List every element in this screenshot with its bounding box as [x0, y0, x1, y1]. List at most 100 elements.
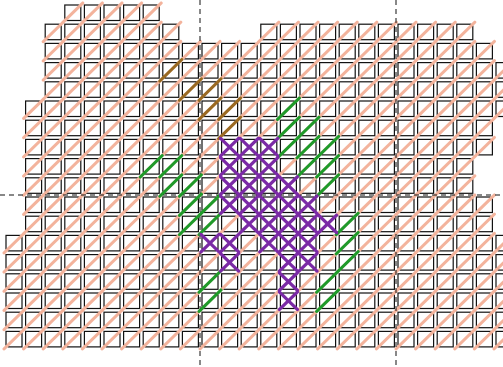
- chart-cell: [435, 310, 455, 330]
- chart-cell: [337, 118, 357, 138]
- chart-cell: [43, 41, 63, 61]
- chart-cell: [259, 329, 279, 349]
- chart-cell: [337, 310, 357, 330]
- chart-cell: [43, 253, 63, 273]
- chart-cell: [298, 176, 318, 196]
- chart-cell: [122, 157, 142, 177]
- chart-cell: [161, 310, 181, 330]
- chart-cell: [357, 329, 377, 349]
- chart-cell: [200, 157, 220, 177]
- chart-cell: [396, 253, 416, 273]
- chart-cell: [122, 61, 142, 81]
- chart-cell: [337, 176, 357, 196]
- chart-cell: [396, 291, 416, 311]
- chart-cell: [161, 253, 181, 273]
- chart-cell: [494, 99, 503, 119]
- chart-cell: [82, 253, 102, 273]
- chart-cell: [435, 176, 455, 196]
- chart-cell: [200, 61, 220, 81]
- chart-cell: [239, 118, 259, 138]
- chart-cell: [102, 310, 122, 330]
- chart-cell: [122, 3, 142, 23]
- chart-cell: [278, 41, 298, 61]
- chart-cell: [82, 41, 102, 61]
- chart-cell: [102, 253, 122, 273]
- chart-cell: [63, 195, 83, 215]
- chart-cell: [63, 80, 83, 100]
- chart-cell: [455, 214, 475, 234]
- chart-cell: [180, 233, 200, 253]
- chart-cell: [337, 22, 357, 42]
- chart-cell: [43, 272, 63, 292]
- chart-cell: [82, 272, 102, 292]
- chart-cell: [357, 310, 377, 330]
- chart-cell: [298, 22, 318, 42]
- chart-cell: [337, 99, 357, 119]
- chart-cell: [435, 157, 455, 177]
- chart-cell: [141, 176, 161, 196]
- chart-cell: [416, 253, 436, 273]
- chart-cell: [24, 272, 44, 292]
- chart-cell: [43, 233, 63, 253]
- chart-cell: [396, 214, 416, 234]
- chart-cell: [122, 291, 142, 311]
- chart-cell: [141, 137, 161, 157]
- chart-cell: [376, 253, 396, 273]
- chart-cell: [24, 253, 44, 273]
- chart-cell: [102, 99, 122, 119]
- chart-cell: [396, 195, 416, 215]
- chart-cell: [298, 291, 318, 311]
- chart-cell: [122, 329, 142, 349]
- chart-cell: [396, 22, 416, 42]
- chart-cell: [161, 214, 181, 234]
- chart-cell: [24, 157, 44, 177]
- chart-cell: [376, 310, 396, 330]
- chart-cell: [180, 310, 200, 330]
- chart-cell: [141, 22, 161, 42]
- chart-cell: [161, 329, 181, 349]
- chart-cell: [180, 157, 200, 177]
- chart-cell: [278, 22, 298, 42]
- chart-cell: [298, 41, 318, 61]
- chart-cell: [396, 118, 416, 138]
- chart-cell: [43, 61, 63, 81]
- chart-cell: [122, 80, 142, 100]
- chart-cell: [455, 233, 475, 253]
- chart-cell: [63, 253, 83, 273]
- chart-cell: [396, 176, 416, 196]
- chart-cell: [141, 329, 161, 349]
- chart-cell: [24, 310, 44, 330]
- chart-cell: [435, 233, 455, 253]
- chart-cell: [122, 22, 142, 42]
- chart-cell: [141, 233, 161, 253]
- chart-cell: [357, 61, 377, 81]
- chart-cell: [278, 61, 298, 81]
- chart-cell: [396, 41, 416, 61]
- chart-cell: [455, 99, 475, 119]
- chart-cell: [141, 61, 161, 81]
- chart-cell: [337, 137, 357, 157]
- chart-cell: [102, 118, 122, 138]
- chart-cell: [82, 22, 102, 42]
- chart-cell: [141, 118, 161, 138]
- chart-cell: [435, 118, 455, 138]
- chart-cell: [435, 137, 455, 157]
- chart-cell: [200, 310, 220, 330]
- chart-cell: [376, 233, 396, 253]
- chart-cell: [455, 176, 475, 196]
- chart-cell: [416, 41, 436, 61]
- chart-cell: [24, 214, 44, 234]
- chart-cell: [298, 272, 318, 292]
- chart-cell: [43, 157, 63, 177]
- chart-cell: [102, 233, 122, 253]
- chart-cell: [63, 3, 83, 23]
- chart-cell: [43, 176, 63, 196]
- chart-cell: [416, 22, 436, 42]
- chart-cell: [63, 176, 83, 196]
- chart-cell: [337, 41, 357, 61]
- chart-cell: [259, 99, 279, 119]
- chart-cell: [357, 157, 377, 177]
- chart-cell: [63, 329, 83, 349]
- chart-cell: [63, 233, 83, 253]
- chart-cell: [102, 157, 122, 177]
